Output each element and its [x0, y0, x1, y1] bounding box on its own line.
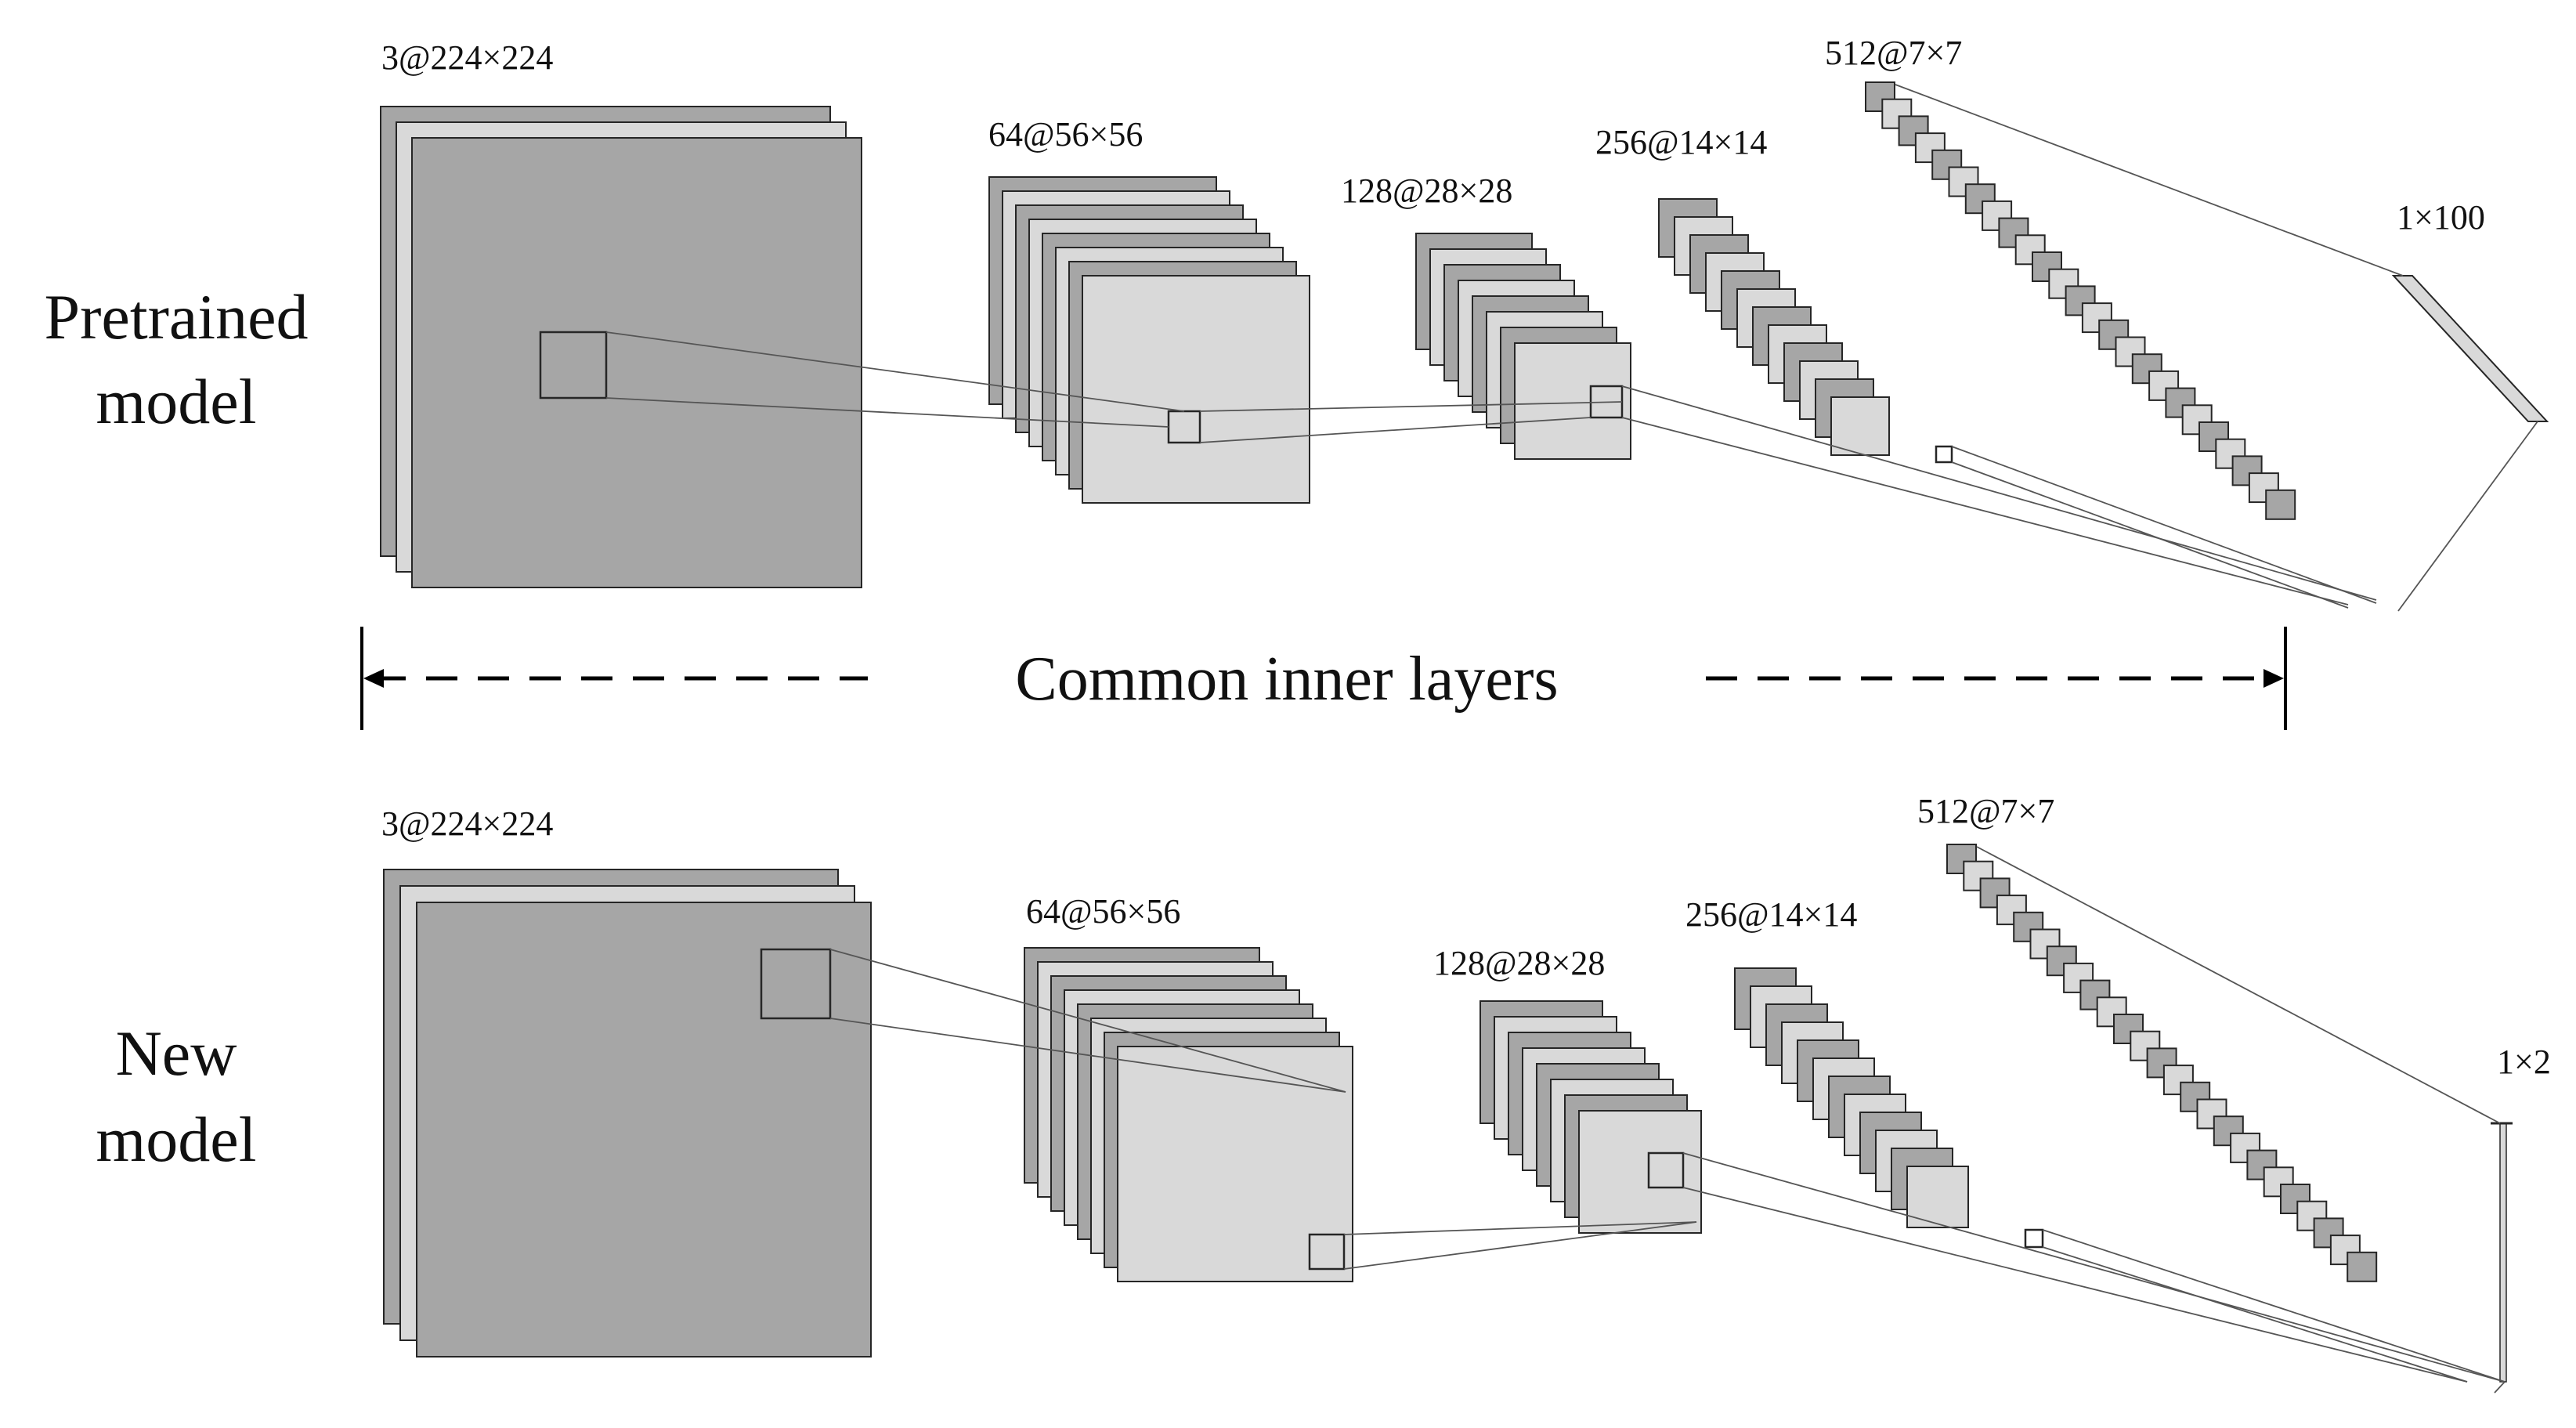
feature-map: [1082, 275, 1310, 504]
pretrained-model-label-line2: model: [96, 366, 257, 437]
feature-map: [2165, 387, 2196, 418]
feature-map: [1117, 1046, 1353, 1282]
feature-map: [1578, 1110, 1702, 1234]
feature-map: [2115, 336, 2146, 367]
pretrained-input-size-label: 3@224×224: [381, 38, 553, 77]
new-model-label-line1: New: [116, 1018, 237, 1089]
new-conv1-size-label: 64@56×56: [1026, 892, 1180, 931]
new-input-layer: [383, 869, 872, 1358]
feature-map: [1948, 166, 1979, 197]
feature-map: [2347, 1251, 2378, 1282]
pretrained-conv1-layer: [988, 176, 1310, 504]
connection-line: [1343, 1221, 1697, 1235]
connection-line: [2494, 1381, 2506, 1394]
feature-map: [2079, 979, 2111, 1010]
connection-line: [1621, 417, 2349, 606]
connection-line: [2042, 1229, 2506, 1383]
connection-line: [605, 397, 1169, 428]
new-conv3-size-label: 256@14×14: [1685, 895, 1857, 934]
common-inner-layers-label: Common inner layers: [1015, 645, 1558, 714]
pretrained-conv2-layer: [1415, 233, 1631, 460]
connection-line: [829, 949, 1346, 1093]
new-conv1-layer: [1024, 947, 1353, 1282]
left-arrowhead: [363, 669, 384, 688]
feature-map: [2065, 285, 2096, 316]
pretrained-output-layer: [2391, 275, 2549, 422]
feature-map: [2296, 1200, 2328, 1231]
new-conv3-layer: [1734, 967, 1969, 1228]
new-output-layer: [2499, 1123, 2507, 1383]
pretrained-input-kernel: [539, 331, 608, 399]
new-input-kernel: [760, 948, 832, 1020]
feature-map: [411, 137, 862, 588]
pretrained-conv3-size-label: 256@14×14: [1595, 123, 1767, 161]
pretrained-model-panel: Pretrained model 3@224×224 64@56×56 128@…: [45, 34, 2549, 612]
pretrained-conv1-size-label: 64@56×56: [988, 115, 1143, 154]
feature-map: [1906, 1166, 1969, 1228]
connection-line: [1682, 1152, 2506, 1383]
feature-map: [1830, 396, 1890, 456]
pretrained-input-layer: [380, 106, 862, 588]
right-arrowhead: [2263, 669, 2284, 688]
connection-line: [1343, 1221, 1697, 1270]
connection-line: [605, 331, 1185, 412]
connection-line: [1951, 446, 2377, 604]
new-conv2-size-label: 128@28×28: [1433, 944, 1605, 982]
feature-map: [416, 902, 872, 1358]
new-conv4-layer: [1946, 844, 2378, 1282]
pretrained-conv3-kernel: [1935, 445, 1953, 464]
connection-line: [1895, 84, 2404, 277]
connection-line: [2397, 421, 2538, 612]
pretrained-output-size-label: 1×100: [2397, 198, 2485, 237]
new-conv2-kernel: [1647, 1151, 1685, 1189]
new-model-panel: New model 3@224×224 64@56×56 128@28×28 2…: [96, 792, 2551, 1394]
new-conv4-size-label: 512@7×7: [1917, 792, 2054, 830]
new-conv3-kernel: [2024, 1228, 2044, 1249]
connection-line: [1682, 1187, 2468, 1383]
connection-line: [829, 1018, 1346, 1093]
connection-line: [1951, 461, 2349, 609]
pretrained-conv2-size-label: 128@28×28: [1341, 172, 1512, 210]
feature-map: [1514, 342, 1631, 460]
pretrained-conv3-layer: [1658, 198, 1890, 456]
connection-line: [2042, 1246, 2468, 1383]
connection-line: [1199, 401, 1623, 412]
common-inner-layers-indicator: Common inner layers: [360, 627, 2287, 730]
connection-line: [1976, 846, 2501, 1124]
new-output-size-label: 1×2: [2497, 1043, 2551, 1081]
new-input-size-label: 3@224×224: [381, 804, 553, 843]
new-model-label-line2: model: [96, 1104, 257, 1175]
feature-map: [2113, 1014, 2144, 1044]
pretrained-conv4-size-label: 512@7×7: [1825, 34, 1962, 72]
connection-line: [1621, 385, 2377, 601]
feature-map: [2248, 472, 2279, 504]
pretrained-conv4-layer: [1865, 81, 2296, 520]
new-conv1-kernel: [1308, 1233, 1346, 1271]
feature-map: [2265, 489, 2296, 520]
feature-map: [2048, 268, 2079, 299]
connection-line: [1199, 417, 1591, 443]
new-conv2-layer: [1479, 1000, 1702, 1234]
pretrained-model-label-line1: Pretrained: [45, 281, 309, 352]
